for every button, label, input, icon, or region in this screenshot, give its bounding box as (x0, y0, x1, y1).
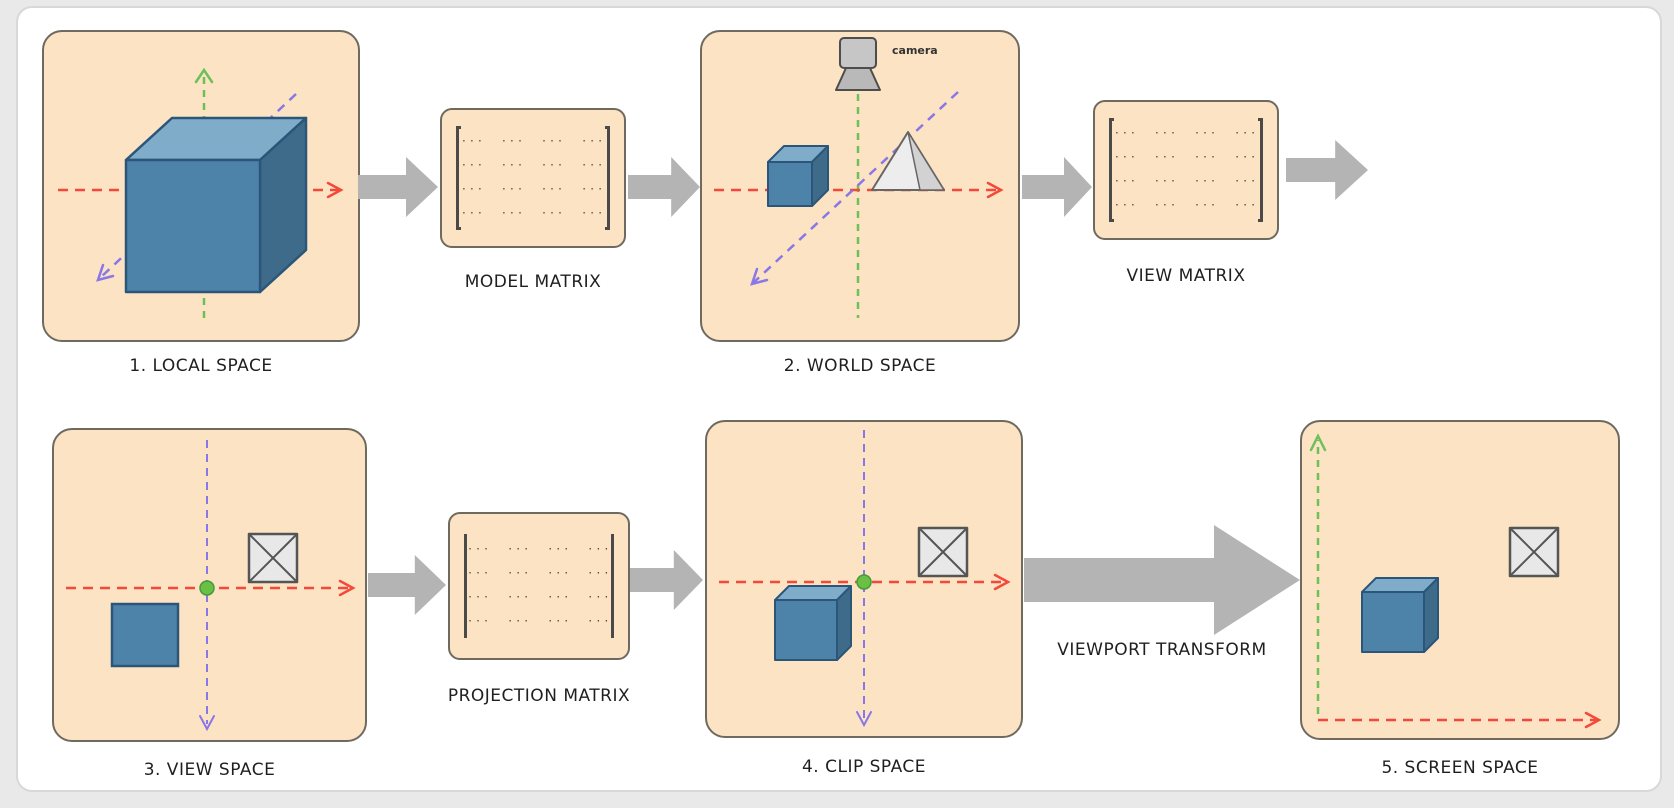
view-matrix-label: VIEW MATRIX (1126, 266, 1246, 286)
matrix-bracket-left (456, 126, 461, 230)
x-square-icon (247, 532, 299, 584)
matrix-row: ··· ··· ··· ··· (467, 616, 612, 627)
y-axis-arrowhead-icon (856, 711, 872, 728)
model-matrix-label: MODEL MATRIX (464, 272, 602, 292)
z-axis-arrowhead-icon (750, 267, 769, 286)
panel-title-view-space: 3. VIEW SPACE (143, 760, 276, 780)
y-axis-arrowhead-icon (1309, 433, 1327, 452)
matrix-row: ··· ··· ··· ··· (1113, 200, 1259, 211)
matrix-row: ··· ··· ··· ··· (460, 136, 606, 147)
matrix-row: ··· ··· ··· ··· (1113, 176, 1259, 187)
cube-icon (767, 145, 829, 207)
matrix-rows: ··· ··· ··· ··· ··· ··· ··· ··· ··· ··· … (467, 538, 611, 634)
origin-dot-icon (199, 580, 215, 596)
panel-title-local-space: 1. LOCAL SPACE (129, 356, 273, 376)
x-square-icon (1508, 526, 1560, 578)
world-space-diagram (714, 37, 1004, 318)
matrix-bracket-right (1258, 118, 1263, 222)
matrix-row: ··· ··· ··· ··· (467, 592, 612, 603)
origin-dot-icon (856, 574, 872, 590)
flow-arrow-3-icon (1022, 157, 1092, 221)
flow-arrow-6-icon (630, 550, 703, 614)
clip-space-diagram (719, 430, 1011, 728)
matrix-bracket-left (1109, 118, 1114, 222)
projection-matrix-box: ··· ··· ··· ··· ··· ··· ··· ··· ··· ··· … (448, 512, 630, 660)
model-matrix-box: ··· ··· ··· ··· ··· ··· ··· ··· ··· ··· … (440, 108, 626, 248)
flow-arrow-1-icon (358, 157, 438, 221)
panel-title-world-space: 2. WORLD SPACE (783, 356, 937, 376)
y-axis-arrowhead-icon (199, 715, 215, 732)
projection-matrix-label: PROJECTION MATRIX (447, 686, 631, 706)
viewport-transform-label: VIEWPORT TRANSFORM (1057, 640, 1267, 660)
matrix-row: ··· ··· ··· ··· (1113, 128, 1259, 139)
matrix-rows: ··· ··· ··· ··· ··· ··· ··· ··· ··· ··· … (461, 130, 605, 226)
matrix-row: ··· ··· ··· ··· (460, 184, 606, 195)
square-icon (110, 602, 180, 668)
panel-world-space: camera (700, 30, 1020, 342)
matrix-row: ··· ··· ··· ··· (467, 544, 612, 555)
matrix-rows: ··· ··· ··· ··· ··· ··· ··· ··· ··· ··· … (1114, 122, 1258, 218)
panel-local-space (42, 30, 360, 342)
x-axis-arrowhead-icon (986, 181, 1004, 199)
matrix-row: ··· ··· ··· ··· (1113, 152, 1259, 163)
flow-arrow-2-icon (628, 157, 700, 221)
matrix-bracket-left (464, 534, 467, 638)
flow-arrow-5-icon (368, 555, 446, 619)
x-axis-arrowhead-icon (338, 579, 356, 597)
matrix-bracket-right (605, 126, 610, 230)
camera-icon (835, 37, 881, 91)
viewport-transform-arrow-icon (1024, 525, 1300, 639)
matrix-row: ··· ··· ··· ··· (460, 208, 606, 219)
view-space-diagram (66, 440, 356, 732)
camera-label: camera (892, 44, 938, 57)
x-square-icon (917, 526, 969, 578)
panel-screen-space (1300, 420, 1620, 740)
matrix-row: ··· ··· ··· ··· (467, 568, 612, 579)
x-axis-arrowhead-icon (1584, 711, 1602, 729)
y-axis-arrowhead-icon (194, 67, 214, 84)
flow-arrow-4-icon (1286, 140, 1368, 204)
local-space-diagram (58, 67, 344, 318)
pyramid-icon (871, 131, 945, 191)
panel-clip-space (705, 420, 1023, 738)
matrix-row: ··· ··· ··· ··· (460, 160, 606, 171)
cube-icon (774, 585, 852, 661)
panel-title-clip-space: 4. CLIP SPACE (801, 757, 927, 777)
cube-icon (1361, 577, 1439, 653)
matrix-bracket-right (611, 534, 615, 638)
x-axis-arrowhead-icon (326, 181, 344, 199)
x-axis-arrowhead-icon (993, 573, 1011, 591)
z-axis-arrowhead-icon (96, 263, 115, 282)
cube-icon (124, 116, 308, 294)
screen-space-diagram (1309, 433, 1602, 729)
view-matrix-box: ··· ··· ··· ··· ··· ··· ··· ··· ··· ··· … (1093, 100, 1279, 240)
panel-title-screen-space: 5. SCREEN SPACE (1381, 758, 1539, 778)
panel-view-space (52, 428, 367, 742)
